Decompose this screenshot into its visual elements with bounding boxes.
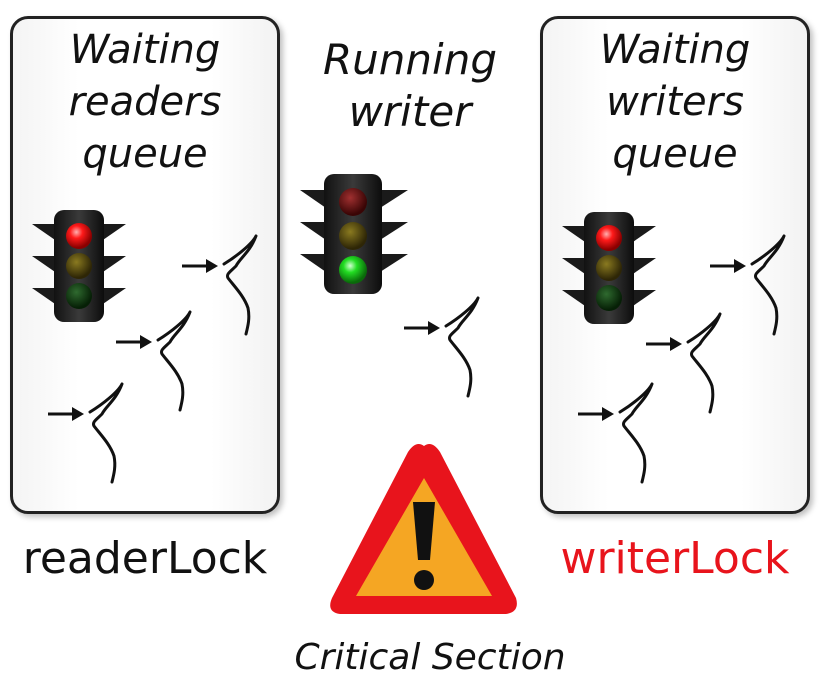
- title-line: readers: [68, 79, 222, 125]
- thread-arrow-icon: [180, 234, 258, 336]
- traffic-light-icon: [32, 210, 126, 322]
- thread-arrow-icon: [114, 310, 192, 412]
- title-line: Running: [323, 35, 497, 84]
- traffic-light-icon: [300, 174, 408, 294]
- running-writer-title: Running writer: [280, 34, 540, 138]
- waiting-writers-title: Waiting writers queue: [540, 24, 810, 180]
- thread-arrow-icon: [46, 382, 124, 484]
- traffic-light-icon: [562, 212, 656, 324]
- title-line: queue: [82, 131, 208, 177]
- title-line: Waiting: [69, 27, 221, 73]
- warning-triangle-icon: [330, 444, 517, 614]
- waiting-readers-title: Waiting readers queue: [10, 24, 280, 180]
- thread-arrow-icon: [576, 382, 654, 484]
- writer-lock-label: writerLock: [560, 533, 790, 584]
- title-line: queue: [612, 131, 738, 177]
- critical-section-label: Critical Section: [294, 637, 566, 678]
- thread-arrow-icon: [644, 312, 722, 414]
- title-line: Waiting: [599, 27, 751, 73]
- thread-arrow-icon: [708, 234, 786, 336]
- title-line: writers: [606, 79, 744, 125]
- title-line: writer: [348, 87, 472, 136]
- thread-arrow-icon: [402, 296, 480, 398]
- reader-lock-label: readerLock: [22, 533, 268, 584]
